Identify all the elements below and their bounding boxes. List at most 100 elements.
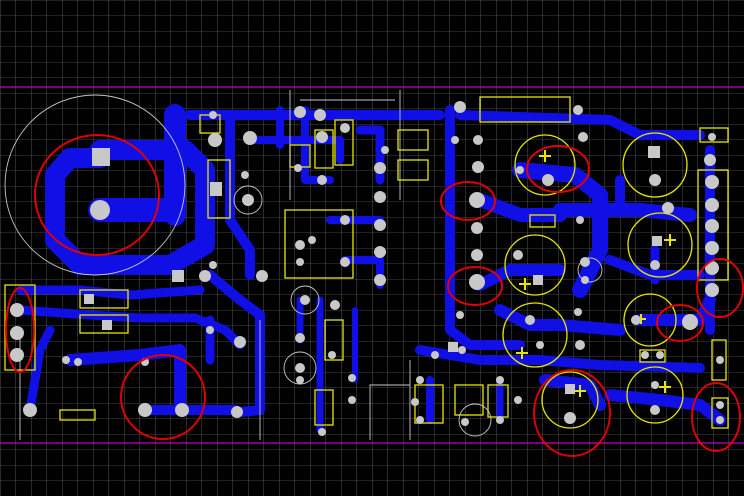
via[interactable]	[294, 164, 302, 172]
via[interactable]	[411, 398, 419, 406]
via[interactable]	[416, 376, 424, 384]
via[interactable]	[575, 340, 585, 350]
via[interactable]	[416, 416, 424, 424]
via[interactable]	[295, 333, 305, 343]
via[interactable]	[574, 308, 582, 316]
via[interactable]	[74, 358, 82, 366]
highlight-ring[interactable]	[526, 145, 590, 193]
highlight-ring[interactable]	[656, 304, 704, 342]
round-pad[interactable]	[10, 303, 24, 317]
round-pad[interactable]	[469, 274, 485, 290]
via[interactable]	[564, 412, 576, 424]
highlight-ring[interactable]	[533, 369, 611, 457]
via[interactable]	[314, 109, 326, 121]
via[interactable]	[256, 270, 268, 282]
via[interactable]	[242, 194, 254, 206]
via[interactable]	[581, 276, 589, 284]
via[interactable]	[513, 250, 523, 260]
via[interactable]	[662, 202, 674, 214]
via[interactable]	[316, 131, 328, 143]
via[interactable]	[23, 403, 37, 417]
round-pad[interactable]	[705, 283, 719, 297]
via[interactable]	[206, 326, 214, 334]
round-pad[interactable]	[705, 241, 719, 255]
via[interactable]	[454, 101, 466, 113]
via[interactable]	[461, 418, 469, 426]
highlight-ring[interactable]	[440, 181, 496, 221]
via[interactable]	[374, 162, 386, 174]
via[interactable]	[580, 257, 590, 267]
via[interactable]	[208, 133, 222, 147]
via[interactable]	[241, 171, 249, 179]
round-pad[interactable]	[705, 219, 719, 233]
round-pad[interactable]	[705, 198, 719, 212]
via[interactable]	[576, 216, 584, 224]
round-pad[interactable]	[10, 348, 24, 362]
via[interactable]	[650, 405, 660, 415]
via[interactable]	[296, 376, 304, 384]
square-pad[interactable]	[448, 342, 458, 352]
via[interactable]	[496, 416, 504, 424]
round-pad[interactable]	[705, 175, 719, 189]
via[interactable]	[295, 363, 305, 373]
round-pad[interactable]	[705, 261, 719, 275]
round-pad[interactable]	[469, 192, 485, 208]
via[interactable]	[340, 123, 350, 133]
via[interactable]	[650, 260, 660, 270]
via[interactable]	[641, 351, 649, 359]
via[interactable]	[649, 174, 661, 186]
via[interactable]	[300, 295, 310, 305]
highlight-ring[interactable]	[120, 354, 206, 440]
via[interactable]	[374, 274, 386, 286]
via[interactable]	[471, 249, 483, 261]
via[interactable]	[234, 336, 246, 348]
square-pad[interactable]	[648, 146, 660, 158]
highlight-markers[interactable]	[5, 134, 744, 457]
via[interactable]	[651, 381, 659, 389]
pads-layer[interactable]	[10, 101, 724, 436]
via[interactable]	[704, 154, 716, 166]
via[interactable]	[578, 132, 588, 142]
via[interactable]	[431, 351, 439, 359]
via[interactable]	[656, 351, 664, 359]
via[interactable]	[496, 376, 504, 384]
via[interactable]	[294, 106, 306, 118]
via[interactable]	[318, 428, 326, 436]
via[interactable]	[175, 403, 189, 417]
square-pad[interactable]	[92, 148, 110, 166]
via[interactable]	[209, 261, 217, 269]
via[interactable]	[473, 135, 483, 145]
square-pad[interactable]	[210, 182, 222, 196]
square-pad[interactable]	[102, 320, 112, 330]
via[interactable]	[573, 105, 583, 115]
round-pad[interactable]	[10, 326, 24, 340]
via[interactable]	[381, 146, 389, 154]
via[interactable]	[62, 356, 70, 364]
highlight-ring[interactable]	[5, 287, 35, 373]
via[interactable]	[472, 161, 484, 173]
via[interactable]	[542, 174, 554, 186]
via[interactable]	[295, 240, 305, 250]
highlight-ring[interactable]	[447, 266, 503, 306]
via[interactable]	[374, 246, 386, 258]
via[interactable]	[348, 374, 356, 382]
via[interactable]	[308, 236, 316, 244]
via[interactable]	[330, 300, 340, 310]
square-pad[interactable]	[172, 270, 184, 282]
via[interactable]	[340, 257, 350, 267]
via[interactable]	[451, 136, 459, 144]
via[interactable]	[138, 403, 152, 417]
square-pad[interactable]	[84, 294, 94, 304]
highlight-ring[interactable]	[34, 134, 160, 256]
via[interactable]	[516, 166, 524, 174]
via[interactable]	[525, 315, 535, 325]
round-pad[interactable]	[682, 314, 698, 330]
square-pad[interactable]	[533, 275, 543, 285]
round-pad[interactable]	[90, 200, 110, 220]
via[interactable]	[456, 311, 464, 319]
via[interactable]	[231, 406, 243, 418]
via[interactable]	[328, 351, 336, 359]
square-pad[interactable]	[565, 384, 575, 394]
highlight-ring[interactable]	[691, 382, 741, 452]
